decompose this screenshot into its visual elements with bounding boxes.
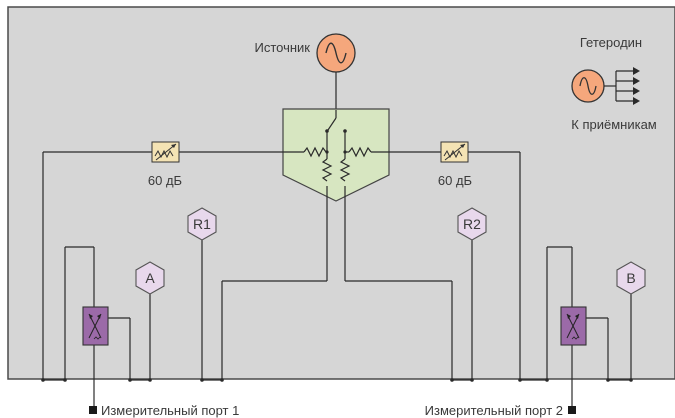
lo-output-arrows-icon (616, 67, 640, 105)
receiver-a-label: A (145, 270, 155, 286)
to-receivers-label: К приёмникам (571, 117, 657, 132)
coupler-right (560, 306, 587, 346)
receiver-r2: R2 (457, 207, 487, 241)
port-1-connector (89, 406, 97, 414)
receiver-r1: R1 (187, 207, 217, 241)
coupler-left (82, 306, 109, 346)
port-1-label: Измерительный порт 1 (101, 403, 239, 418)
switch-block (282, 108, 390, 202)
port-2: Измерительный порт 2 (425, 403, 576, 418)
right-wiring (344, 152, 633, 410)
switch-body (282, 108, 390, 202)
local-oscillator-label: Гетеродин (580, 35, 642, 50)
port-2-label: Измерительный порт 2 (425, 403, 563, 418)
receiver-b: B (616, 261, 646, 295)
attenuator-left-label: 60 дБ (148, 173, 182, 188)
receiver-r2-label: R2 (463, 216, 481, 232)
attenuator-right-label: 60 дБ (438, 173, 472, 188)
left-wiring (41, 152, 328, 410)
attenuator-right: 60 дБ (438, 141, 472, 188)
attenuator-left: 60 дБ (148, 141, 182, 188)
source-block: Источник (255, 33, 356, 110)
receiver-r1-label: R1 (193, 216, 211, 232)
receiver-a: A (135, 261, 165, 295)
receiver-b-label: B (626, 270, 635, 286)
local-oscillator-block: Гетеродин К приёмникам (571, 35, 657, 132)
port-1: Измерительный порт 1 (89, 403, 239, 418)
port-2-connector (568, 406, 576, 414)
source-label: Источник (255, 40, 311, 55)
